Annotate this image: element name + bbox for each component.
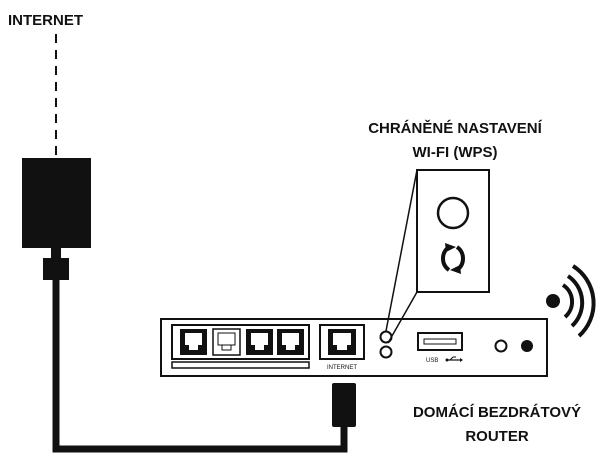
- lan-port-1: [180, 329, 207, 355]
- usb-port-label: USB: [426, 358, 438, 364]
- lan-port-4: [277, 329, 304, 355]
- wps-caption-line2: WI-FI (WPS): [413, 144, 498, 161]
- modem-cable-plug: [43, 258, 69, 280]
- wps-detail-box: [416, 169, 490, 293]
- wps-caption-line1: CHRÁNĚNÉ NASTAVENÍ: [368, 119, 542, 137]
- power-jack: [521, 340, 533, 352]
- wps-refresh-icon: [441, 243, 465, 274]
- router-caption-line1: DOMÁCÍ BEZDRÁTOVÝ: [413, 403, 581, 421]
- callout-line-top: [385, 169, 418, 332]
- lan-port-2: [212, 328, 241, 356]
- modem-box: [22, 158, 91, 248]
- usb-symbol-icon: [445, 356, 463, 362]
- router-caption-line2: ROUTER: [465, 428, 529, 445]
- internet-label: INTERNET: [8, 12, 83, 29]
- router-cable-plug: [332, 383, 356, 427]
- reset-button: [494, 339, 508, 353]
- wan-port: [328, 329, 356, 355]
- ethernet-cable: [52, 280, 348, 453]
- wps-button-bottom: [379, 345, 393, 359]
- wps-circle-button: [436, 196, 470, 230]
- usb-port-slot: [423, 338, 457, 345]
- callout-line-bottom: [387, 291, 418, 344]
- wifi-signal-icon: [546, 264, 596, 338]
- lan-port-3: [246, 329, 273, 355]
- lan-label-strip: [171, 361, 310, 369]
- wan-port-label: INTERNET: [327, 365, 357, 371]
- modem-cable-neck: [51, 248, 61, 258]
